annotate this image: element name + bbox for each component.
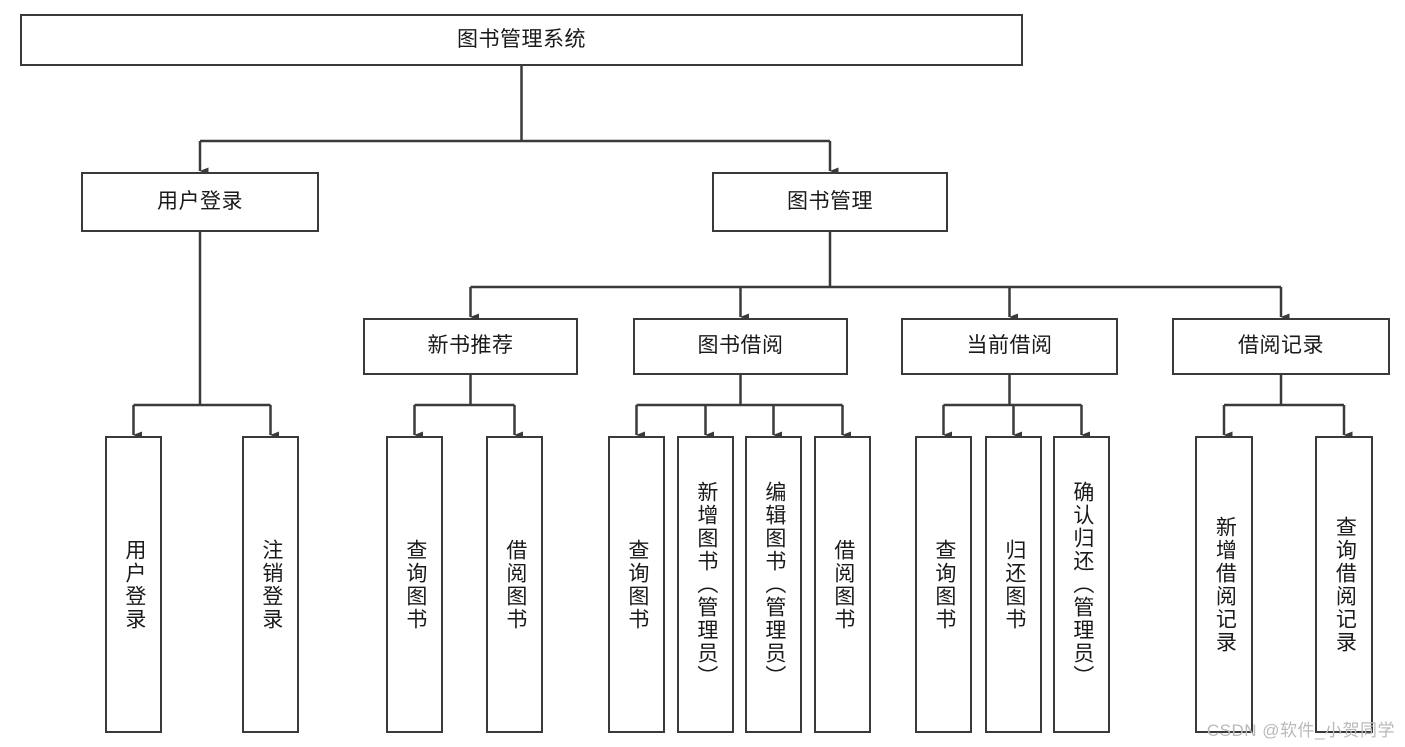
node-leaf-borrow-3[interactable]: 编辑图书（管理员）: [745, 436, 802, 733]
node-label: 借阅图书: [503, 538, 527, 631]
node-label: 借阅记录: [1238, 334, 1324, 358]
node-label: 归还图书: [1002, 538, 1026, 631]
node-root[interactable]: 图书管理系统: [20, 14, 1023, 66]
node-label: 新书推荐: [427, 334, 514, 358]
node-login[interactable]: 用户登录: [81, 172, 319, 232]
node-leaf-login-1[interactable]: 用户登录: [105, 436, 162, 733]
node-label: 编辑图书（管理员）: [762, 481, 786, 688]
node-leaf-borrow-4[interactable]: 借阅图书: [814, 436, 871, 733]
node-label: 用户登录: [157, 189, 243, 213]
node-bookmgmt[interactable]: 图书管理: [712, 172, 948, 232]
node-label: 查询图书: [625, 538, 649, 631]
node-label: 图书借阅: [697, 334, 784, 358]
node-label: 借阅图书: [831, 538, 855, 631]
node-leaf-records-2[interactable]: 查询借阅记录: [1315, 436, 1373, 733]
node-newbook[interactable]: 新书推荐: [363, 318, 578, 375]
node-label: 图书管理系统: [457, 27, 586, 51]
node-label: 查询借阅记录: [1333, 515, 1357, 654]
node-borrow[interactable]: 图书借阅: [633, 318, 848, 375]
node-label: 用户登录: [122, 538, 146, 631]
node-leaf-current-3[interactable]: 确认归还（管理员）: [1053, 436, 1110, 733]
node-label: 查询图书: [403, 538, 427, 631]
node-label: 新增图书（管理员）: [694, 481, 718, 688]
node-records[interactable]: 借阅记录: [1172, 318, 1390, 375]
node-leaf-records-1[interactable]: 新增借阅记录: [1195, 436, 1253, 733]
node-current[interactable]: 当前借阅: [901, 318, 1118, 375]
node-leaf-current-1[interactable]: 查询图书: [915, 436, 972, 733]
node-label: 图书管理: [787, 189, 873, 213]
node-leaf-borrow-2[interactable]: 新增图书（管理员）: [677, 436, 734, 733]
node-label: 确认归还（管理员）: [1070, 481, 1094, 688]
watermark: CSDN @软件_小贺同学: [1206, 721, 1395, 740]
node-leaf-newbook-1[interactable]: 查询图书: [386, 436, 443, 733]
node-leaf-borrow-1[interactable]: 查询图书: [608, 436, 665, 733]
node-leaf-login-2[interactable]: 注销登录: [242, 436, 299, 733]
node-leaf-current-2[interactable]: 归还图书: [985, 436, 1042, 733]
node-label: 新增借阅记录: [1213, 515, 1237, 654]
node-label: 查询图书: [932, 538, 956, 631]
node-leaf-newbook-2[interactable]: 借阅图书: [486, 436, 543, 733]
node-label: 当前借阅: [966, 334, 1053, 358]
node-label: 注销登录: [259, 538, 283, 631]
